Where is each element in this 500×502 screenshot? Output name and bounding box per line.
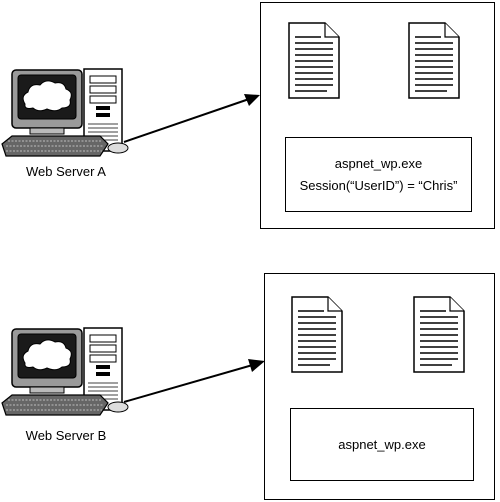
computer-icon [1, 327, 129, 416]
document-icon [408, 22, 460, 99]
document-icon [291, 296, 343, 373]
document-icon [288, 22, 340, 99]
server-b-label: Web Server B [25, 428, 107, 443]
session-value: Session(“UserID”) = “Chris” [299, 177, 458, 193]
server-a-label: Web Server A [26, 164, 106, 179]
process-name: aspnet_wp.exe [338, 436, 426, 452]
process-box-b: aspnet_wp.exe [290, 408, 474, 481]
computer-icon [1, 68, 129, 157]
document-icon [413, 296, 465, 373]
arrow-a [123, 94, 260, 143]
arrow-b [123, 359, 265, 403]
process-name: aspnet_wp.exe [334, 155, 423, 171]
process-box-a: aspnet_wp.exe Session(“UserID”) = “Chris… [285, 137, 472, 212]
